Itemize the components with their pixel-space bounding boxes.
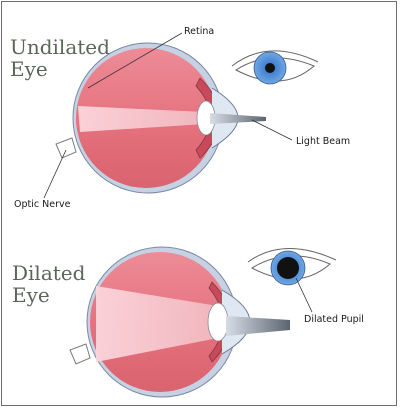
undilated-front-view-eye xyxy=(231,50,319,85)
dilated-front-view-eye xyxy=(247,248,337,313)
undilated-title-line1: Undilated xyxy=(10,35,110,59)
dilated-title-line1: Dilated xyxy=(12,261,86,285)
retina-label: Retina xyxy=(184,26,215,37)
undilated-eyeball xyxy=(43,32,293,199)
dilated-eye-title: Dilated Eye xyxy=(12,262,85,306)
undilated-title-line2: Eye xyxy=(10,57,48,81)
dilated-eyeball xyxy=(69,246,290,398)
light-beam-label: Light Beam xyxy=(296,136,351,147)
undilated-eye-title: Undilated Eye xyxy=(10,36,110,80)
dilated-title-line2: Eye xyxy=(12,283,50,307)
dilated-pupil-label: Dilated Pupil xyxy=(304,314,364,325)
optic-nerve-label: Optic Nerve xyxy=(14,199,71,210)
